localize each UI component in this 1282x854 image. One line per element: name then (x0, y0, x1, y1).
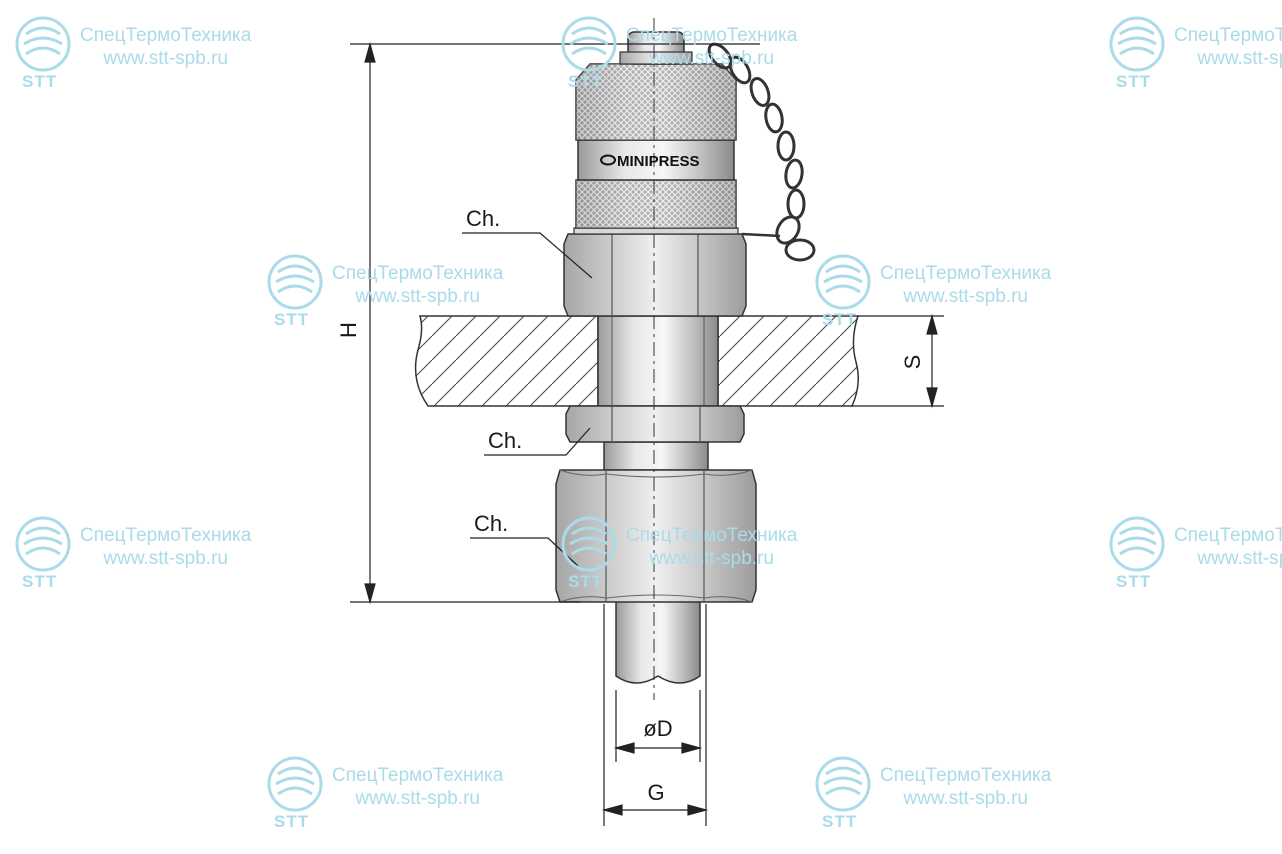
label-ch-top: Ch. (466, 206, 500, 231)
lock-nut (565, 405, 745, 443)
tube (615, 599, 701, 684)
label-ch-middle: Ch. (488, 428, 522, 453)
wall-panel (414, 315, 860, 407)
dimension-s (852, 313, 944, 409)
label-s: S (900, 355, 925, 370)
dimension-thread (601, 604, 709, 826)
washer (573, 227, 739, 235)
threaded-body (597, 315, 719, 407)
dimension-diameter (613, 690, 703, 762)
label-ch-bottom: Ch. (474, 511, 508, 536)
dimension-h (350, 41, 760, 605)
chain (707, 42, 816, 262)
neck (603, 441, 709, 471)
hex-nut-top (563, 233, 747, 317)
brand-logo: MINIPRESS (600, 153, 700, 170)
brand-text: MINIPRESS (617, 153, 700, 170)
label-diameter: øD (643, 716, 672, 741)
label-thread: G (647, 780, 664, 805)
knurled-cap (575, 31, 737, 229)
hex-nut-bottom (555, 469, 757, 603)
label-h: H (336, 322, 361, 338)
